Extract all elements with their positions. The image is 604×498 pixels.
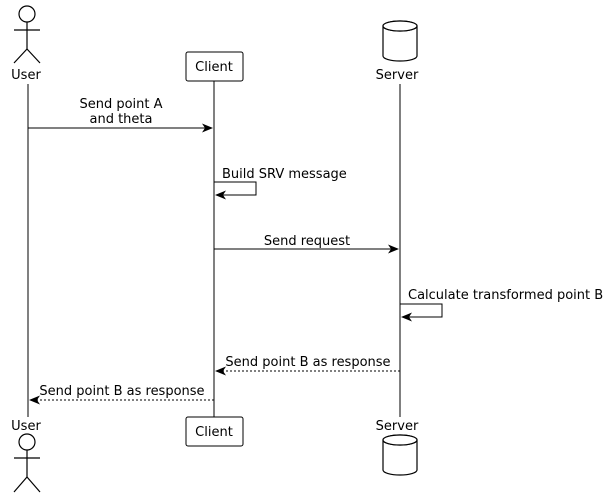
message-label-line: and theta [90,112,153,127]
participant-label: Client [195,60,233,75]
database-icon [382,20,418,62]
participant-label: Server [376,68,419,83]
participant-client-bottom: Client [185,416,244,447]
arrowhead [29,395,40,405]
message-label-line: Send point B as response [225,355,390,370]
message-arrow-line [214,181,257,196]
participant-box [185,416,244,447]
message-calculate: Calculate transformed point B [400,288,603,322]
message-label-line: Send point B as response [39,384,204,399]
participant-label: Client [195,425,233,440]
participant-label: User [11,68,41,83]
arrowhead [401,312,412,322]
message-label-line: Calculate transformed point B [408,288,603,303]
actor-icon [13,433,41,493]
message-label-line: Build SRV message [222,167,347,182]
participant-label: Server [376,419,419,434]
arrowhead [388,244,399,254]
database-icon [382,434,418,476]
message-response-to-client: Send point B as response [215,355,400,376]
participant-label: User [11,419,41,434]
message-label-line: Send request [264,234,350,249]
participant-server-bottom: Server [376,419,419,476]
participant-server-top: Server [376,20,419,83]
arrowhead [215,190,226,200]
arrowhead [202,123,213,133]
message-label-line: Send point A [79,97,162,112]
participant-box [185,51,244,82]
actor-icon [13,5,41,64]
participant-user-top: User [11,5,41,83]
message-response-to-user: Send point B as response [29,384,214,405]
message-arrow-line [400,303,443,318]
message-build-srv: Build SRV message [214,167,347,200]
participant-user-bottom: User [11,419,41,493]
message-send-point-a: Send point A and theta [28,97,213,133]
participant-client-top: Client [185,51,244,82]
message-send-request: Send request [214,234,399,254]
arrowhead [215,366,226,376]
